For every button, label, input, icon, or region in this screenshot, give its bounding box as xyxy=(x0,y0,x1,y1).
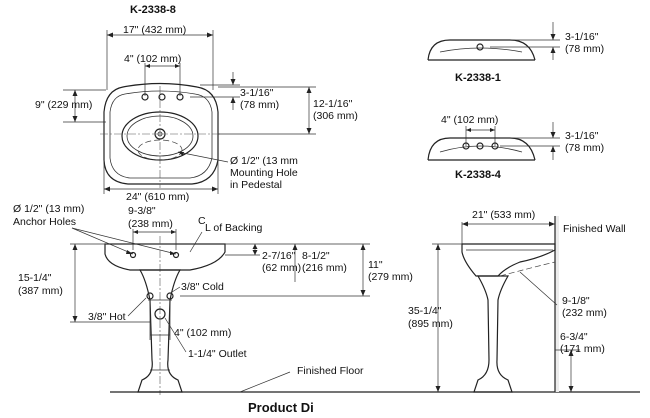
dim-side-depth: 21" (533 mm) xyxy=(472,209,535,221)
dim-deck-height-mm: (78 mm) xyxy=(240,99,279,111)
dim-deck-height: 3-1/16" xyxy=(240,87,274,99)
basin-side xyxy=(461,243,556,277)
variant-single-hole: 3-1/16" (78 mm) K-2338-1 xyxy=(427,22,604,84)
dim-faucet-spread: 4" (102 mm) xyxy=(124,53,181,65)
note-mounting-hole-1: Ø 1/2" (13 mm xyxy=(230,155,298,167)
front-view: Ø 1/2" (13 mm) Anchor Holes 9-3/8" (238 … xyxy=(13,203,640,395)
faucet-hole-left xyxy=(141,93,149,101)
basin-top-outline xyxy=(103,82,219,185)
model-label-main: K-2338-8 xyxy=(130,4,176,16)
dim-e: 6-3/4" xyxy=(560,331,588,343)
hot-label: 3/8" Hot xyxy=(88,311,126,323)
variant1-dim: 3-1/16" xyxy=(565,31,599,43)
note-mounting-hole-2: Mounting Hole xyxy=(230,167,298,179)
supply-spread: 4" (102 mm) xyxy=(174,327,231,339)
dim-left-depth: 9" (229 mm) xyxy=(35,99,92,111)
dim-d: 9-1/8" xyxy=(562,295,590,307)
variant4-dim-mm: (78 mm) xyxy=(565,142,604,154)
anchor-note-2: Anchor Holes xyxy=(13,216,76,228)
floor-label: Finished Floor xyxy=(297,365,364,377)
outlet-label: 1-1/4" Outlet xyxy=(188,348,247,360)
dim-b: 8-1/2" xyxy=(302,250,330,262)
dim-bottom-width: 24" (610 mm) xyxy=(126,191,189,203)
variant4-spread: 4" (102 mm) xyxy=(441,114,498,126)
dim-d-mm: (232 mm) xyxy=(562,307,607,319)
anchor-spacing: 9-3/8" xyxy=(128,205,156,217)
variant-spread: 4" (102 mm) 3-1/16" (78 mm) K-2338-4 xyxy=(427,114,604,181)
note-mounting-hole-3: in Pedestal xyxy=(230,179,282,191)
wall-label: Finished Wall xyxy=(563,223,626,235)
dim-left-height-mm: (387 mm) xyxy=(18,285,63,297)
footer-title: Product Di xyxy=(248,400,314,413)
top-view: K-2338-8 17" (432 mm) 4" (102 mm) xyxy=(35,4,358,203)
faucet-hole-right xyxy=(176,93,184,101)
variant4-dim: 3-1/16" xyxy=(565,130,599,142)
anchor-spacing-mm: (238 mm) xyxy=(128,218,173,230)
dim-side-height: 35-1/4" xyxy=(408,305,442,317)
anchor-note-1: Ø 1/2" (13 mm) xyxy=(13,203,84,215)
faucet-hole-center xyxy=(158,93,166,101)
dim-left-height: 15-1/4" xyxy=(18,272,52,284)
dim-a: 2-7/16" xyxy=(262,250,296,262)
model-label-spread: K-2338-4 xyxy=(455,169,502,181)
model-label-single: K-2338-1 xyxy=(455,72,501,84)
dim-c: 11" xyxy=(368,259,383,271)
dim-right-depth-mm: (306 mm) xyxy=(313,110,358,122)
cold-label: 3/8" Cold xyxy=(181,281,224,293)
variant1-dim-mm: (78 mm) xyxy=(565,43,604,55)
dim-a-mm: (62 mm) xyxy=(262,262,301,274)
dim-c-mm: (279 mm) xyxy=(368,271,413,283)
basin-front xyxy=(104,243,226,271)
dim-e-mm: (171 mm) xyxy=(560,343,605,355)
backing-label: L of Backing xyxy=(205,222,263,234)
backing-symbol: C xyxy=(198,215,206,227)
side-view: 21" (533 mm) Finished Wall 35-1/4" (895 … xyxy=(408,209,626,393)
dim-right-depth: 12-1/16" xyxy=(313,98,353,110)
dim-overall-width: 17" (432 mm) xyxy=(123,24,186,36)
pedestal-side xyxy=(473,275,513,393)
dim-b-mm: (216 mm) xyxy=(302,262,347,274)
dim-side-height-mm: (895 mm) xyxy=(408,318,453,330)
